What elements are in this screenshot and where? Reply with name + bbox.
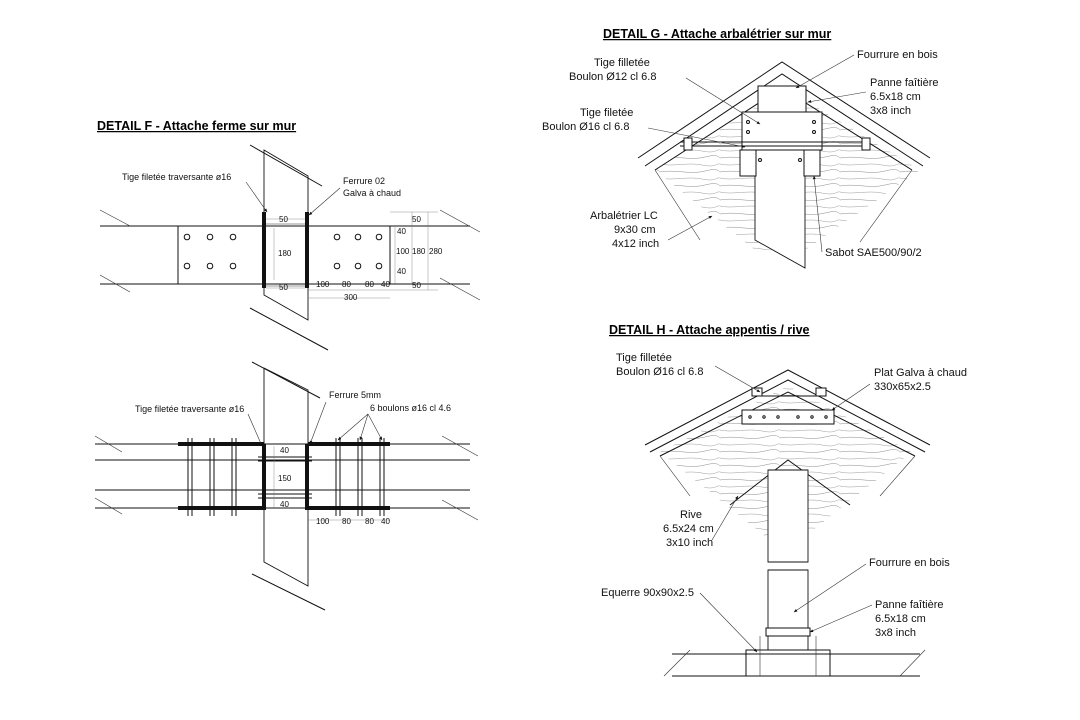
sabot-holes xyxy=(746,120,816,162)
h-panne-2: 6.5x18 cm xyxy=(875,613,926,625)
dim-100: 100 xyxy=(316,280,330,289)
g-tige2-line2: Boulon Ø16 cl 6.8 xyxy=(542,121,629,133)
dim-50-top: 50 xyxy=(279,215,288,224)
h-fourrure: Fourrure en bois xyxy=(869,557,950,569)
g-arb-3: 4x12 inch xyxy=(612,238,659,250)
detail-f-top: DETAIL F - Attache ferme sur mur xyxy=(97,119,481,351)
dim-80a: 80 xyxy=(342,280,351,289)
dim-80a-b: 80 xyxy=(342,517,351,526)
bolt-holes-left xyxy=(183,233,237,270)
plate-holes xyxy=(748,415,828,419)
tige-label-top: Tige filetée traversante ø16 xyxy=(122,172,231,182)
dim-50-bottom: 50 xyxy=(279,283,288,292)
dim-80b: 80 xyxy=(365,280,374,289)
bolts-bottom xyxy=(187,438,385,516)
dim-40-top-b: 40 xyxy=(280,446,289,455)
dim-180: 180 xyxy=(278,249,292,258)
tige-label-bottom: Tige filetée traversante ø16 xyxy=(135,404,244,414)
dim-180-right: 180 xyxy=(412,247,426,256)
g-panne-2: 6.5x18 cm xyxy=(870,91,921,103)
g-panne-1: Panne faîtière xyxy=(870,77,939,89)
dim-40-right-top: 40 xyxy=(397,227,406,236)
ferrure-5mm-label: Ferrure 5mm xyxy=(329,390,381,400)
dim-40-b: 40 xyxy=(381,517,390,526)
h-tige-2: Boulon Ø16 cl 6.8 xyxy=(616,366,703,378)
boulons-label: 6 boulons ø16 cl 4.6 xyxy=(370,403,451,413)
dim-50-right-bottom: 50 xyxy=(412,281,421,290)
h-rive-1: Rive xyxy=(680,509,702,521)
g-fourrure: Fourrure en bois xyxy=(857,49,938,61)
ferrure-label-1: Ferrure 02 xyxy=(343,176,385,186)
g-panne-3: 3x8 inch xyxy=(870,105,911,117)
dim-80b-b: 80 xyxy=(365,517,374,526)
dim-40: 40 xyxy=(381,280,390,289)
dim-150: 150 xyxy=(278,474,292,483)
bolt-holes-right xyxy=(333,233,383,270)
dim-50-right-top: 50 xyxy=(412,215,421,224)
ferrure-label-2: Galva à chaud xyxy=(343,188,401,198)
detail-h-title: DETAIL H - Attache appentis / rive xyxy=(609,323,810,337)
detail-g: DETAIL G - Attache arbalétrier sur mur T… xyxy=(542,27,939,269)
detail-f-bottom: 40 150 40 100 80 80 40 Tige filetée trav… xyxy=(94,361,479,611)
h-panne-1: Panne faîtière xyxy=(875,599,944,611)
h-plat-1: Plat Galva à chaud xyxy=(874,367,967,379)
dim-100-right: 100 xyxy=(396,247,410,256)
dim-40-right-bottom: 40 xyxy=(397,267,406,276)
detail-h: DETAIL H - Attache appentis / rive Tige … xyxy=(601,323,967,677)
h-equerre: Equerre 90x90x2.5 xyxy=(601,587,694,599)
dimension-lines xyxy=(266,211,438,299)
g-tige1-line2: Boulon Ø12 cl 6.8 xyxy=(569,71,656,83)
h-panne-3: 3x8 inch xyxy=(875,627,916,639)
dim-300: 300 xyxy=(344,293,358,302)
g-tige1-line1: Tige filletée xyxy=(594,57,650,69)
h-tige-1: Tige filletée xyxy=(616,352,672,364)
dim-280: 280 xyxy=(429,247,443,256)
detail-g-title: DETAIL G - Attache arbalétrier sur mur xyxy=(603,27,831,41)
dim-40-bot-b: 40 xyxy=(280,500,289,509)
g-arb-2: 9x30 cm xyxy=(614,224,656,236)
g-arb-1: Arbalétrier LC xyxy=(590,210,658,222)
h-rive-2: 6.5x24 cm xyxy=(663,523,714,535)
g-tige2-line1: Tige filetée xyxy=(580,107,633,119)
h-plat-2: 330x65x2.5 xyxy=(874,381,931,393)
g-sabot: Sabot SAE500/90/2 xyxy=(825,247,922,259)
detail-f-title: DETAIL F - Attache ferme sur mur xyxy=(97,119,296,133)
h-rive-3: 3x10 inch xyxy=(666,537,713,549)
dim-100-b: 100 xyxy=(316,517,330,526)
